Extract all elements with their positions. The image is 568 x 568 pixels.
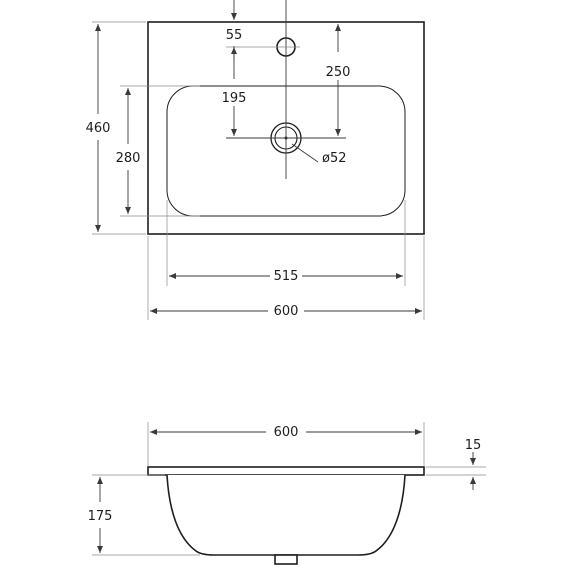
dim-side-width: 600: [274, 425, 299, 440]
dim-depth-outer: 460: [86, 121, 111, 136]
dim-drain-offset: 195: [222, 91, 247, 106]
top-view: 55 195 250 ø52 460 280 515 600: [86, 0, 425, 320]
dim-drain-vertical: 250: [326, 65, 351, 80]
dim-tap-offset: 55: [226, 28, 243, 43]
dim-drain-diameter: ø52: [322, 151, 347, 166]
dim-bowl-depth: 175: [88, 509, 113, 524]
dim-width-outer: 600: [274, 304, 299, 319]
dim-depth-inner: 280: [116, 151, 141, 166]
basin-rim: [147, 466, 425, 476]
side-view: 600 15 175: [88, 422, 486, 565]
basin-bowl-profile: [166, 474, 406, 556]
dim-rim-thickness: 15: [465, 438, 482, 453]
drain-outlet: [274, 554, 298, 565]
dim-width-inner: 515: [274, 269, 299, 284]
